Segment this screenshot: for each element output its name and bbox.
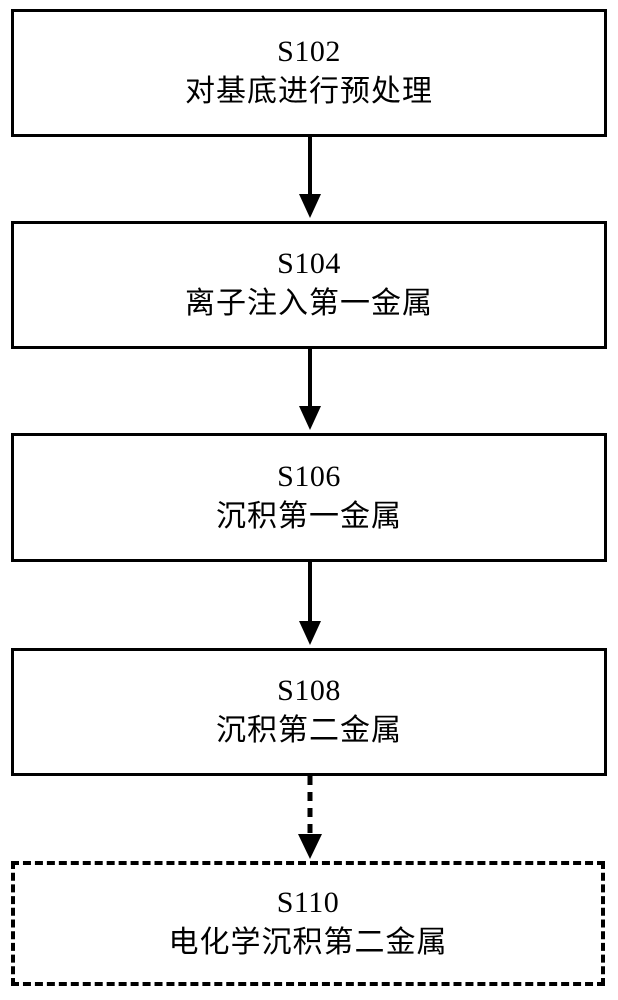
flow-node-s102[interactable]: S102 对基底进行预处理 <box>11 9 607 137</box>
flow-node-s106[interactable]: S106 沉积第一金属 <box>11 433 607 562</box>
flow-node-s104[interactable]: S104 离子注入第一金属 <box>11 221 607 349</box>
flow-node-s108-label: 沉积第二金属 <box>216 713 402 749</box>
flow-node-s102-step: S102 <box>277 35 341 69</box>
edge-s108-s110 <box>298 776 322 859</box>
edge-s104-s106 <box>299 349 321 430</box>
flow-node-s104-step: S104 <box>277 247 341 281</box>
flow-node-s108-step: S108 <box>277 674 341 708</box>
flow-node-s104-label: 离子注入第一金属 <box>185 286 433 322</box>
flow-node-s110-label: 电化学沉积第二金属 <box>168 924 448 960</box>
edge-s102-s104 <box>299 137 321 218</box>
edge-s106-s108 <box>299 562 321 645</box>
flow-node-s110[interactable]: S110 电化学沉积第二金属 <box>11 861 605 986</box>
flow-node-s102-label: 对基底进行预处理 <box>185 74 433 110</box>
flow-node-s110-step: S110 <box>276 885 340 919</box>
flow-node-s106-label: 沉积第一金属 <box>216 498 402 534</box>
flow-node-s106-step: S106 <box>277 459 341 493</box>
flow-node-s108[interactable]: S108 沉积第二金属 <box>11 648 607 776</box>
